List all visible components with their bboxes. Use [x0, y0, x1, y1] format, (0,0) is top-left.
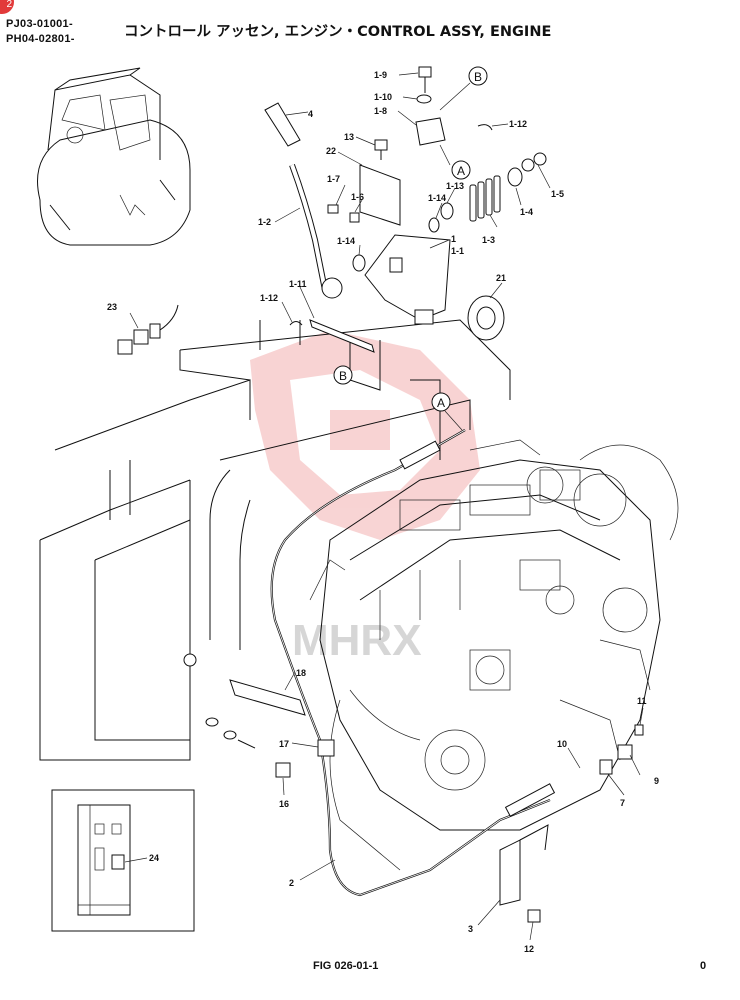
machine-frame — [39, 319, 511, 761]
label-1-3: 1-3 — [482, 235, 495, 245]
callout-A-top: A — [439, 144, 471, 180]
label-4: 4 — [308, 109, 313, 119]
engine-assembly — [309, 439, 679, 871]
model-code-1: PJ03-01001- — [6, 18, 73, 30]
label-1-7: 1-7 — [327, 174, 340, 184]
watermark-text: MHRX — [292, 616, 422, 665]
page-corner-badge: 2 — [0, 0, 14, 14]
label-2: 2 — [289, 878, 294, 888]
label-23: 23 — [107, 302, 117, 312]
label-7: 7 — [620, 798, 625, 808]
label-9: 9 — [654, 776, 659, 786]
control-cable — [270, 429, 556, 897]
model-code-2: PH04-02801- — [6, 33, 75, 45]
label-10: 10 — [557, 739, 567, 749]
label-24: 24 — [149, 853, 159, 863]
part-labels: 1-9 1-10 1-8 1-12 4 13 22 1-7 1-6 1-13 1… — [107, 70, 659, 954]
label-18: 18 — [296, 668, 306, 678]
watermark-logo — [250, 330, 480, 540]
label-1-14-top: 1-14 — [428, 193, 446, 203]
label-1-9: 1-9 — [374, 70, 387, 80]
label-16: 16 — [279, 799, 289, 809]
excavator-thumbnail — [37, 67, 191, 246]
label-17: 17 — [279, 739, 289, 749]
svg-text:A: A — [437, 396, 445, 410]
label-1: 1 — [451, 234, 456, 244]
svg-text:A: A — [457, 164, 465, 178]
label-1-6: 1-6 — [351, 192, 364, 202]
label-1-5: 1-5 — [551, 189, 564, 199]
label-1-2: 1-2 — [258, 217, 271, 227]
connector-part-23 — [117, 304, 179, 355]
page-title: コントロール アッセン, エンジン・CONTROL ASSY, ENGINE — [124, 24, 552, 40]
callout-B-mid: B — [333, 365, 353, 385]
callout-B-top: B — [439, 66, 488, 111]
label-21: 21 — [496, 273, 506, 283]
label-11: 11 — [637, 696, 647, 706]
label-1-1: 1-1 — [451, 246, 464, 256]
label-3: 3 — [468, 924, 473, 934]
svg-text:B: B — [474, 70, 482, 84]
label-22: 22 — [326, 146, 336, 156]
inset-panel-24 — [51, 789, 195, 932]
page-number: 0 — [700, 960, 707, 972]
label-1-12-mid: 1-12 — [260, 293, 278, 303]
control-lever-assembly — [264, 66, 547, 353]
label-1-13: 1-13 — [446, 181, 464, 191]
label-13: 13 — [344, 132, 354, 142]
svg-text:B: B — [339, 369, 347, 383]
label-1-4: 1-4 — [520, 207, 533, 217]
label-1-11: 1-11 — [289, 279, 307, 289]
figure-number: FIG 026-01-1 — [313, 960, 379, 972]
callout-A-mid: A — [431, 392, 463, 431]
label-1-8: 1-8 — [374, 106, 387, 116]
friction-discs — [469, 175, 501, 222]
label-1-14-mid: 1-14 — [337, 236, 355, 246]
label-1-10: 1-10 — [374, 92, 392, 102]
label-12: 12 — [524, 944, 534, 954]
lower-bracket-parts — [183, 653, 644, 923]
leader-lines — [124, 72, 644, 941]
label-1-12-top: 1-12 — [509, 119, 527, 129]
